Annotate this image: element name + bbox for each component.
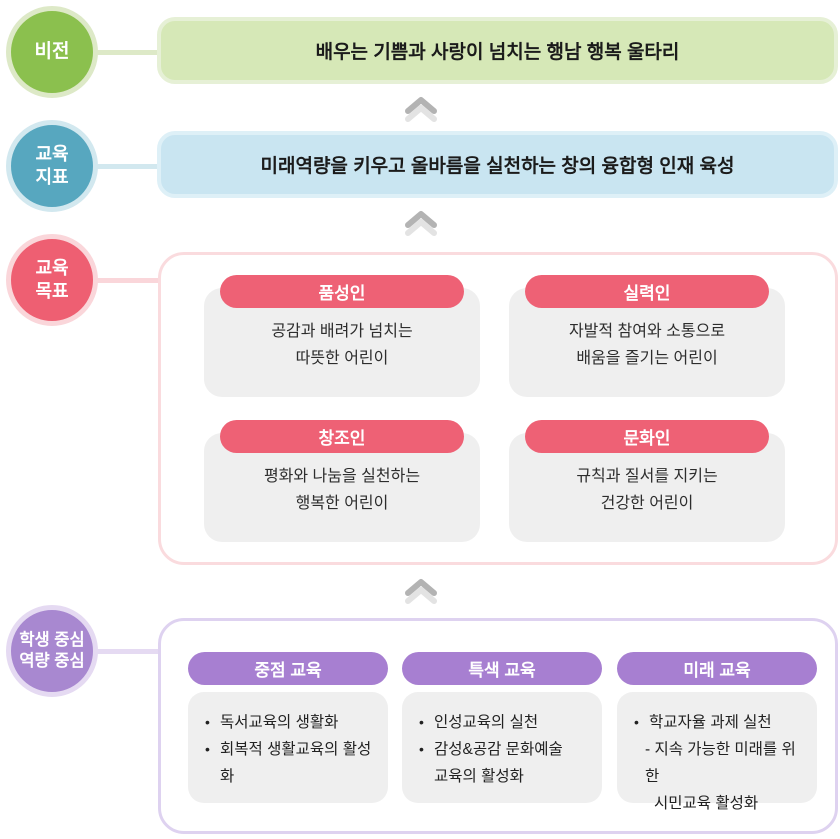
list-item: 교육의 활성화 [419, 763, 592, 790]
education-goals-circle: 교육 목표 [6, 234, 98, 326]
education-index-banner-text: 미래역량을 키우고 올바름을 실천하는 창의 융합형 인재 육성 [260, 156, 735, 177]
list-item: 시민교육 활성화 [634, 790, 807, 817]
goal-badge: 창조인 [220, 420, 464, 453]
program-card: • 독서교육의 생활화 • 회복적 생활교육의 활성화 [188, 692, 388, 803]
vision-banner: 배우는 기쁨과 사랑이 넘치는 행남 행복 울타리 [157, 17, 838, 84]
bullet-icon: • [634, 714, 639, 730]
goal-card-line2: 행복한 어린이 [295, 495, 389, 512]
goal-card-line1: 자발적 참여와 소통으로 [568, 323, 726, 340]
list-item: • 학교자율 과제 실천 [634, 709, 807, 736]
bullet-icon: • [419, 714, 424, 730]
bullet-icon: • [205, 714, 210, 730]
education-index-banner: 미래역량을 키우고 올바름을 실천하는 창의 융합형 인재 육성 [157, 131, 838, 198]
goal-badge: 실력인 [525, 275, 769, 308]
program-badge-label: 중점 교육 [254, 661, 322, 680]
goal-badge: 문화인 [525, 420, 769, 453]
vision-circle: 비전 [6, 6, 98, 98]
education-index-circle-line1: 교육 [35, 143, 69, 164]
goal-badge: 품성인 [220, 275, 464, 308]
program-badge: 특색 교육 [402, 652, 602, 685]
vision-circle-label: 비전 [34, 40, 70, 62]
goal-badge-label: 품성인 [318, 284, 366, 303]
list-item: • 회복적 생활교육의 활성화 [205, 736, 378, 790]
list-item-text: - 지속 가능한 미래를 위한 [645, 741, 796, 785]
chevron-up-icon [400, 209, 442, 237]
goal-card-line2: 배움을 즐기는 어린이 [576, 350, 718, 367]
education-goals-circle-line1: 교육 [35, 257, 69, 278]
list-item: - 지속 가능한 미래를 위한 [634, 736, 807, 790]
goal-card-line1: 평화와 나눔을 실천하는 [263, 468, 421, 485]
programs-panel: 중점 교육 • 독서교육의 생활화 • 회복적 생활교육의 활성화 특색 교육 … [158, 618, 838, 834]
program-badge-label: 미래 교육 [683, 661, 751, 680]
list-item: • 인성교육의 실천 [419, 709, 592, 736]
education-goals-circle-line2: 목표 [35, 281, 69, 301]
student-centered-circle-line1: 학생 중심 [19, 630, 85, 649]
program-card: • 학교자율 과제 실천 - 지속 가능한 미래를 위한 시민교육 활성화 [617, 692, 817, 812]
list-item-text: 인성교육의 실천 [434, 714, 539, 731]
student-centered-circle-line2: 역량 중심 [19, 652, 85, 670]
goal-card-line2: 건강한 어린이 [600, 495, 694, 512]
student-centered-circle: 학생 중심 역량 중심 [6, 605, 98, 697]
list-item: • 독서교육의 생활화 [205, 709, 378, 736]
programs-connector-line [95, 649, 161, 654]
list-item-text: 학교자율 과제 실천 [649, 714, 772, 731]
goal-card-line1: 규칙과 질서를 지키는 [576, 468, 718, 485]
education-index-circle: 교육 지표 [6, 120, 98, 212]
education-index-circle-line2: 지표 [35, 167, 69, 187]
list-item-text: 교육의 활성화 [434, 768, 524, 785]
bullet-icon: • [205, 741, 210, 757]
education-index-connector-line [95, 164, 161, 169]
chevron-up-icon [400, 95, 442, 123]
goal-card-line1: 공감과 배려가 넘치는 [271, 323, 413, 340]
list-item-text: 독서교육의 생활화 [220, 714, 339, 731]
goal-badge-label: 창조인 [318, 429, 366, 448]
education-goals-connector-line [95, 278, 161, 283]
list-item-text: 감성&공감 문화예술 [434, 741, 563, 758]
program-badge-label: 특색 교육 [468, 661, 536, 680]
program-badge: 중점 교육 [188, 652, 388, 685]
goal-card-line2: 따뜻한 어린이 [295, 350, 389, 367]
list-item: • 감성&공감 문화예술 [419, 736, 592, 763]
education-goals-panel: 공감과 배려가 넘치는 따뜻한 어린이 품성인 자발적 참여와 소통으로 배움을… [158, 252, 838, 565]
chevron-up-icon [400, 577, 442, 605]
program-badge: 미래 교육 [617, 652, 817, 685]
goal-badge-label: 실력인 [623, 284, 671, 303]
vision-connector-line [95, 50, 161, 55]
vision-banner-text: 배우는 기쁨과 사랑이 넘치는 행남 행복 울타리 [315, 42, 680, 63]
bullet-icon: • [419, 741, 424, 757]
list-item-text: 회복적 생활교육의 활성화 [220, 741, 372, 785]
goal-badge-label: 문화인 [623, 429, 671, 448]
list-item-text: 시민교육 활성화 [654, 795, 759, 812]
program-card: • 인성교육의 실천 • 감성&공감 문화예술 교육의 활성화 [402, 692, 602, 803]
